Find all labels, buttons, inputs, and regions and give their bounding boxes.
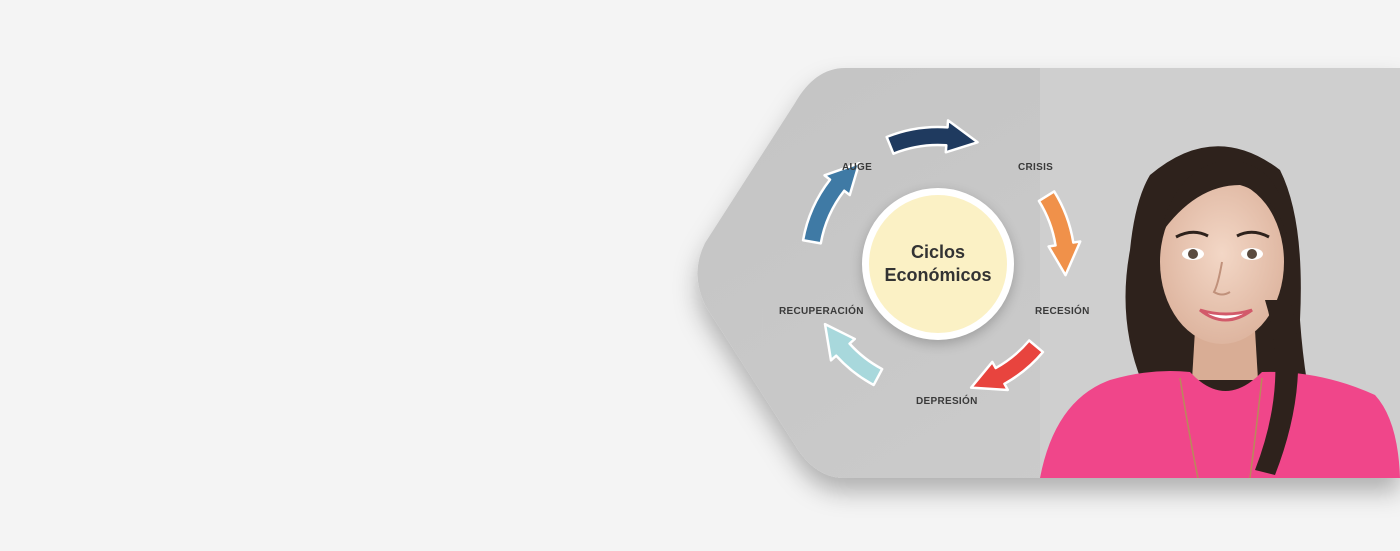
stage-label-depresion: DEPRESIÓN bbox=[916, 396, 978, 407]
presenter-photo bbox=[1040, 68, 1400, 478]
cycle-arrow-recuperacion bbox=[801, 161, 861, 245]
presenter-shirt bbox=[1040, 371, 1400, 478]
stage-label-recuperacion: RECUPERACIÓN bbox=[779, 306, 864, 317]
center-circle: Ciclos Económicos bbox=[862, 188, 1014, 340]
cycle-arrow-auge bbox=[885, 119, 979, 155]
cycle-arrow-recesion bbox=[969, 339, 1045, 392]
cycle-arrows bbox=[801, 119, 1082, 392]
center-title-line1: Ciclos bbox=[910, 242, 966, 262]
cycle-arrow-depresion bbox=[823, 322, 884, 387]
cycle-arrow-crisis bbox=[1037, 190, 1082, 277]
stage-label-recesion: RECESIÓN bbox=[1035, 306, 1090, 317]
stage-label-crisis: CRISIS bbox=[1018, 162, 1054, 173]
center-title-line2: Económicos bbox=[884, 265, 992, 285]
center-title: Ciclos Económicos bbox=[884, 241, 991, 287]
stage-label-auge: AUGE bbox=[842, 162, 873, 173]
